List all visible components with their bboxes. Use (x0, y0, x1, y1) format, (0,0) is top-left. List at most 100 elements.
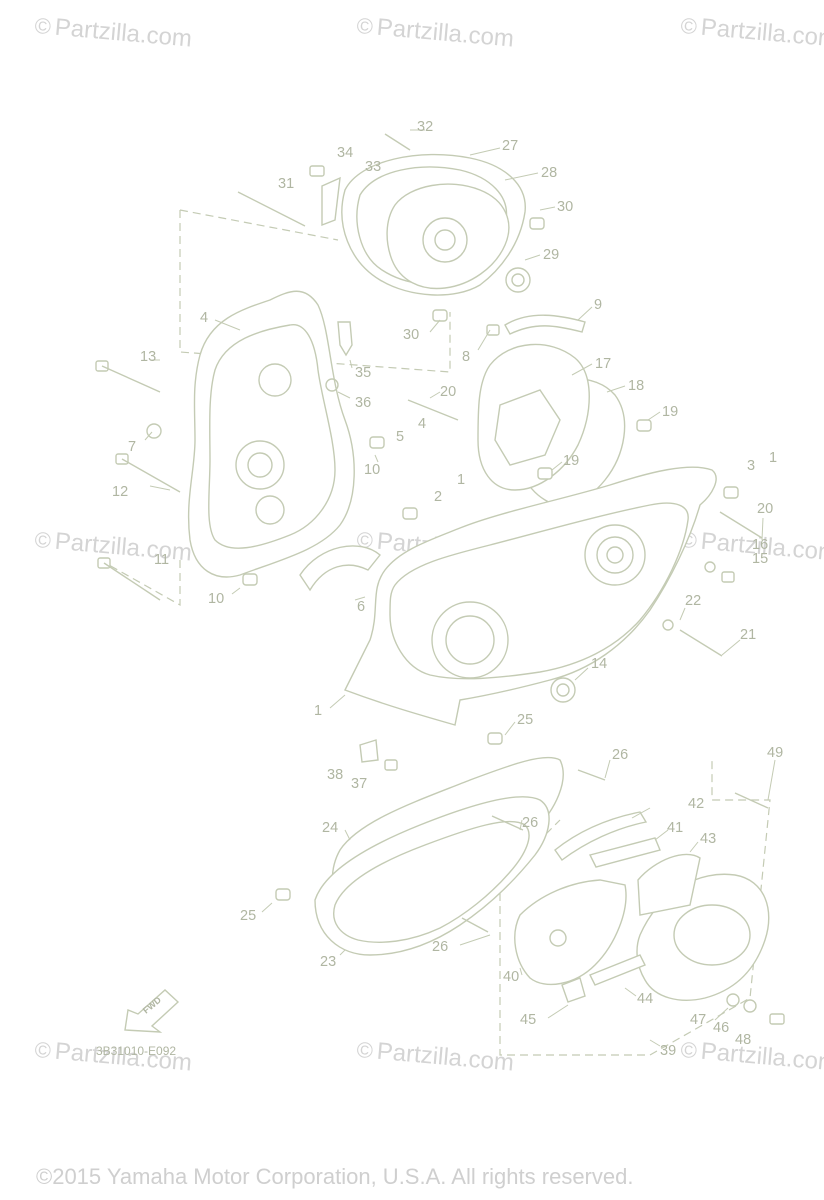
spacer-25 (487, 732, 503, 745)
part-label: 42 (688, 796, 704, 812)
part-label: 47 (690, 1012, 706, 1028)
part-label: 33 (365, 159, 381, 175)
part-label: 32 (417, 119, 433, 135)
part-label: 20 (440, 384, 456, 400)
leader-lines (144, 129, 776, 1047)
part-label: 29 (543, 247, 559, 263)
part-label: 40 (503, 969, 519, 985)
oil-seal-29 (505, 267, 531, 293)
part-label: 10 (364, 462, 380, 478)
bolt-20 (719, 511, 763, 539)
dowel-pin-30 (432, 309, 448, 322)
bolt-37 (384, 759, 398, 771)
part-label: 46 (713, 1020, 729, 1036)
bolt-31 (237, 191, 306, 227)
part-label: 41 (667, 820, 683, 836)
part-label: 5 (396, 429, 404, 445)
part-label: 39 (660, 1043, 676, 1059)
pipe-8 (486, 324, 500, 336)
part-label: 26 (612, 747, 628, 763)
bolt-26 (577, 769, 606, 781)
part-label: 6 (357, 599, 365, 615)
part-label: 2 (434, 489, 442, 505)
bolt-48 (769, 1013, 785, 1025)
part-label: 17 (595, 356, 611, 372)
part-label: 20 (757, 501, 773, 517)
part-label: 45 (520, 1012, 536, 1028)
part-label: 19 (563, 453, 579, 469)
bolt-15 (721, 571, 735, 583)
part-label: 15 (752, 551, 768, 567)
panel-43 (637, 853, 701, 916)
part-label: 4 (200, 310, 208, 326)
oil-seal-7 (146, 423, 162, 439)
reference-code: 3B31010-E092 (96, 1044, 176, 1058)
part-label: 1 (314, 703, 322, 719)
left-crankcase-4 (187, 290, 355, 578)
part-label: 1 (769, 450, 777, 466)
gasket-17 (477, 343, 590, 491)
part-label: 25 (517, 712, 533, 728)
bolt-26 (461, 917, 489, 933)
part-label: 8 (462, 349, 470, 365)
washer-16 (704, 561, 716, 573)
bolt-32 (384, 133, 411, 151)
main-crankcase-group (299, 466, 763, 726)
pin-10 (369, 436, 385, 449)
part-labels: 32 34 27 33 28 31 30 29 9 4 30 8 13 17 3… (112, 119, 783, 1059)
strip-41 (588, 837, 661, 868)
strip-42 (554, 811, 648, 861)
part-label: 30 (403, 327, 419, 343)
strip-44 (589, 954, 646, 986)
part-label: 26 (432, 939, 448, 955)
copyright-notice: ©2015 Yamaha Motor Corporation, U.S.A. A… (36, 1164, 634, 1189)
part-label: 36 (355, 395, 371, 411)
bearing-14 (550, 677, 576, 703)
spacer-25 (275, 888, 291, 901)
bracket-33 (321, 176, 341, 227)
part-label: 27 (502, 138, 518, 154)
part-label: 43 (700, 831, 716, 847)
part-label: 24 (322, 820, 338, 836)
part-label: 37 (351, 776, 367, 792)
dowel-pin-19 (537, 467, 553, 480)
part-label: 34 (337, 145, 353, 161)
part-label: 3 (747, 458, 755, 474)
part-label: 1 (457, 472, 465, 488)
dowel-pin-19 (636, 419, 652, 432)
part-label: 28 (541, 165, 557, 181)
bracket-38 (359, 739, 379, 763)
part-label: 12 (112, 484, 128, 500)
pin-1 (402, 507, 418, 520)
part-label: 26 (522, 815, 538, 831)
bolt-34 (309, 165, 325, 177)
dowel-pin-30 (529, 217, 545, 230)
pin-3 (723, 486, 739, 499)
washer-22 (662, 619, 674, 631)
part-label: 21 (740, 627, 756, 643)
left-crankcase-group (95, 290, 385, 601)
plate-6 (299, 545, 381, 592)
part-label: 18 (628, 378, 644, 394)
part-label: 14 (591, 656, 607, 672)
crankcase-1 (344, 466, 717, 726)
part-label: 9 (594, 297, 602, 313)
bolt-26 (491, 815, 524, 831)
part-label: 19 (662, 404, 678, 420)
bolt-21 (679, 629, 723, 657)
part-label: 48 (735, 1032, 751, 1048)
forward-arrow-icon: FWD (124, 989, 180, 1033)
washer-46 (743, 999, 757, 1013)
part-label: 35 (355, 365, 371, 381)
gasket-40 (514, 879, 627, 986)
pad-45 (561, 977, 586, 1003)
part-label: 16 (752, 537, 768, 553)
part-label: 22 (685, 593, 701, 609)
crankcase-cover-group (237, 133, 545, 322)
part-label: 44 (637, 991, 653, 1007)
part-label: 25 (240, 908, 256, 924)
bolt-49 (734, 792, 769, 809)
part-label: 7 (128, 439, 136, 455)
o-ring-36 (325, 378, 339, 392)
